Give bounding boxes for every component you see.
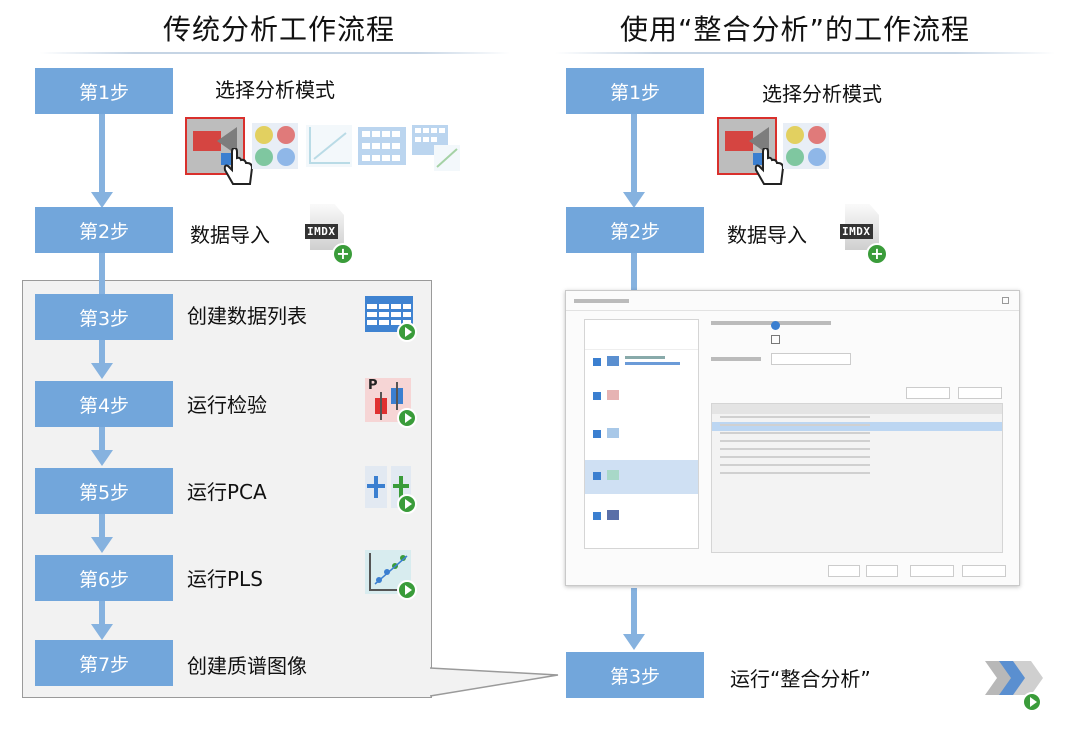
run-icon[interactable] xyxy=(397,494,417,514)
left-step-6: 第6步 xyxy=(35,555,173,601)
right-arrowhead-dialog-3 xyxy=(623,634,645,650)
left-arrow-3-4 xyxy=(99,340,105,366)
add-file-icon: + xyxy=(866,243,888,265)
dialog-nav-pane xyxy=(584,319,699,549)
left-arrowhead-4-5 xyxy=(91,450,113,466)
left-step-5-text: 运行PCA xyxy=(187,480,267,504)
right-arrowhead-1-2 xyxy=(623,192,645,208)
run-icon[interactable] xyxy=(397,408,417,428)
hand-cursor-icon xyxy=(754,148,785,185)
left-step-7: 第7步 xyxy=(35,640,173,686)
integrated-analysis-icon xyxy=(985,661,1043,695)
left-step-5: 第5步 xyxy=(35,468,173,514)
dialog-table xyxy=(711,403,1003,553)
test-p-label: P xyxy=(368,378,378,393)
left-step-4: 第4步 xyxy=(35,381,173,427)
left-arrow-6-7 xyxy=(99,601,105,627)
right-connector-2-dialog xyxy=(631,253,637,290)
table-chart-mode-icon[interactable] xyxy=(412,125,460,171)
add-file-icon: + xyxy=(332,243,354,265)
right-title: 使用“整合分析”的工作流程 xyxy=(620,13,971,46)
left-arrow-4-5 xyxy=(99,427,105,453)
right-arrow-dialog-3 xyxy=(631,588,637,638)
hand-cursor-icon xyxy=(223,148,254,185)
right-title-underline xyxy=(555,52,1055,54)
left-arrowhead-5-6 xyxy=(91,537,113,553)
left-arrowhead-3-4 xyxy=(91,363,113,379)
imdx-tag: IMDX xyxy=(840,224,873,239)
left-connector-2-3 xyxy=(99,253,105,294)
left-step-6-text: 运行PLS xyxy=(187,567,263,591)
right-step-1-text: 选择分析模式 xyxy=(762,82,882,106)
right-arrow-1-2 xyxy=(631,114,637,196)
right-step-2: 第2步 xyxy=(566,207,704,253)
run-icon[interactable] xyxy=(397,322,417,342)
imdx-tag: IMDX xyxy=(305,224,338,239)
close-icon[interactable] xyxy=(1002,297,1009,304)
line-chart-mode-icon[interactable] xyxy=(306,125,352,167)
left-step-1: 第1步 xyxy=(35,68,173,114)
pca-icon xyxy=(365,466,411,508)
left-step-3-text: 创建数据列表 xyxy=(187,304,307,328)
left-step-7-text: 创建质谱图像 xyxy=(187,654,307,678)
right-step-3: 第3步 xyxy=(566,652,704,698)
left-title: 传统分析工作流程 xyxy=(163,13,396,46)
right-step-2-text: 数据导入 xyxy=(727,223,807,247)
run-icon[interactable] xyxy=(1022,692,1042,712)
pls-icon xyxy=(365,550,411,594)
dialog-titlebar xyxy=(566,291,1019,311)
run-icon[interactable] xyxy=(397,580,417,600)
left-arrow-5-6 xyxy=(99,514,105,540)
left-title-underline xyxy=(40,52,510,54)
left-step-1-text: 选择分析模式 xyxy=(215,78,335,102)
left-arrowhead-1-2 xyxy=(91,192,113,208)
left-step-2-text: 数据导入 xyxy=(190,223,270,247)
left-step-2: 第2步 xyxy=(35,207,173,253)
right-step-3-text: 运行“整合分析” xyxy=(730,667,871,691)
left-step-3: 第3步 xyxy=(35,294,173,340)
heatmap-mode-icon[interactable] xyxy=(783,123,829,169)
table-mode-icon[interactable] xyxy=(358,127,406,165)
data-list-table-icon xyxy=(365,296,413,332)
left-arrow-1-2 xyxy=(99,114,105,196)
left-arrowhead-6-7 xyxy=(91,624,113,640)
integrated-analysis-dialog xyxy=(565,290,1020,586)
heatmap-mode-icon[interactable] xyxy=(252,123,298,169)
left-step-4-text: 运行检验 xyxy=(187,393,267,417)
group-pointer xyxy=(430,667,559,697)
right-step-1: 第1步 xyxy=(566,68,704,114)
